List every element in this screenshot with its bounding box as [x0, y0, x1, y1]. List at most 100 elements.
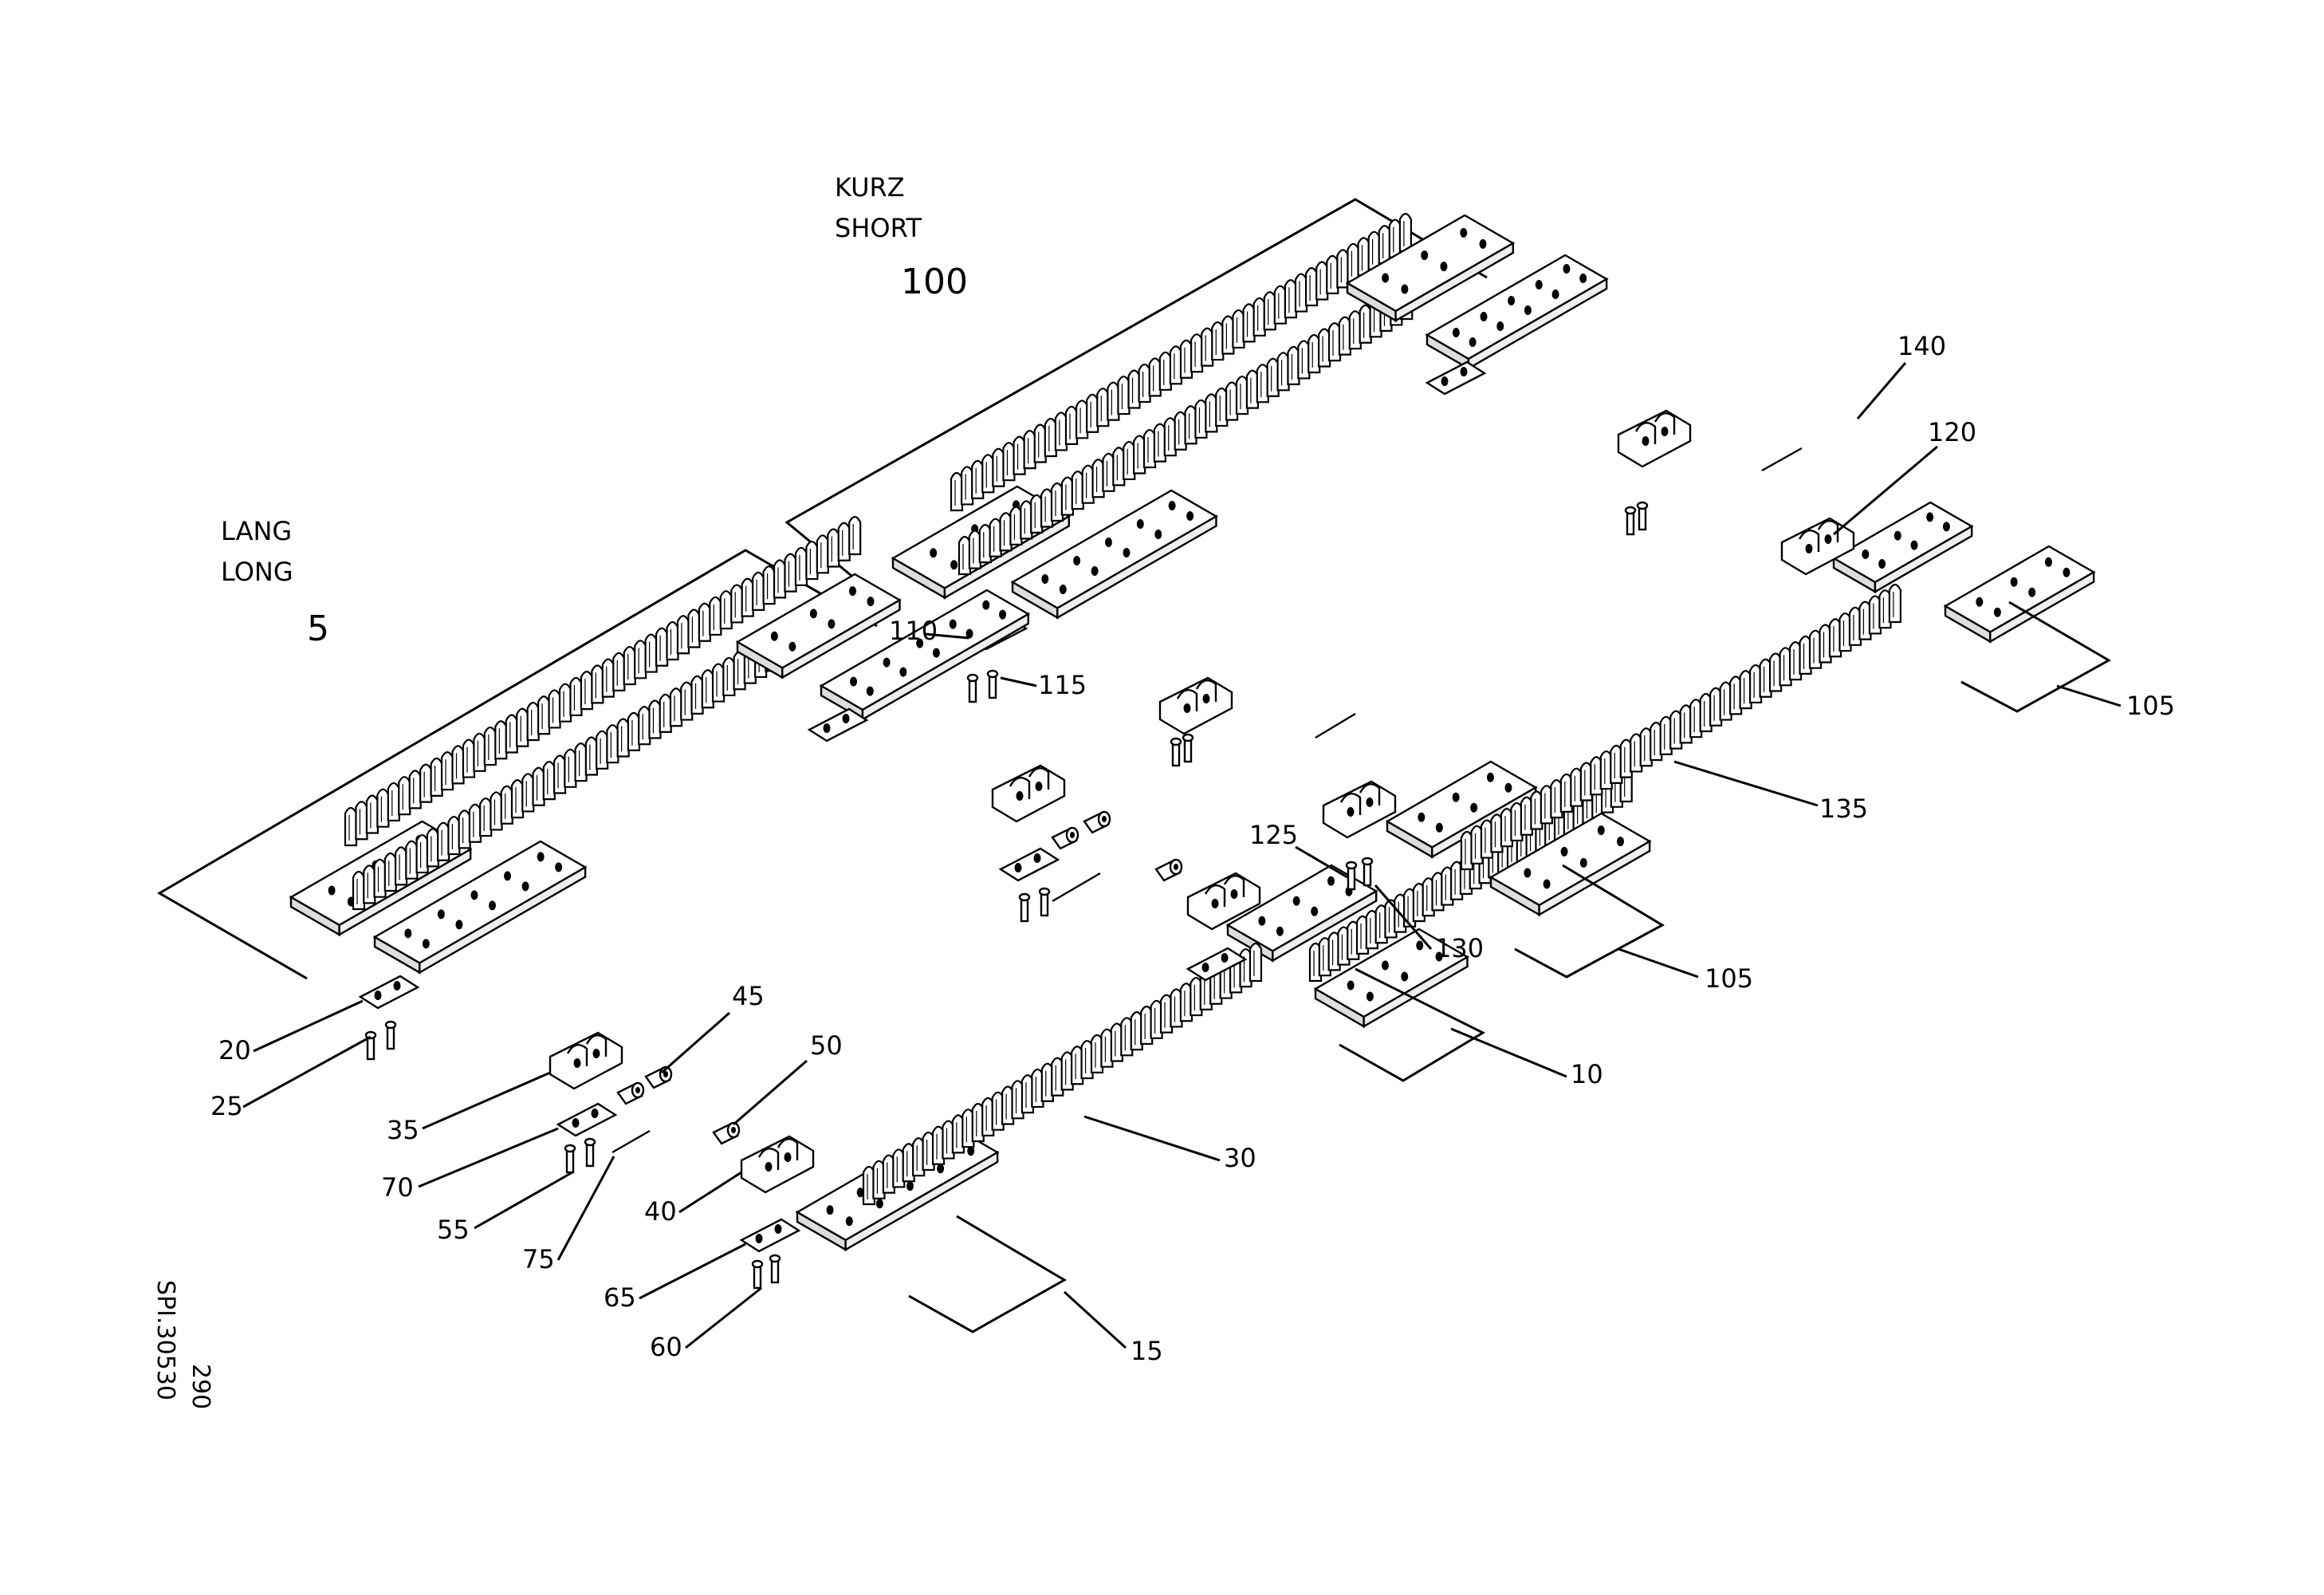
- long-bolt-mid: [1052, 872, 1101, 903]
- bolt-hole: [809, 608, 817, 619]
- callout-25: 25: [210, 1091, 243, 1121]
- tine: [1033, 423, 1047, 463]
- tine: [1888, 583, 1902, 624]
- tine: [805, 540, 819, 581]
- leader-25: [242, 1035, 372, 1109]
- bolt-hole: [1479, 238, 1487, 249]
- leader-15: [1063, 1290, 1127, 1349]
- bolt-hole: [1524, 305, 1532, 315]
- bolt-hole: [1033, 853, 1041, 863]
- frame-105-upper: [1960, 601, 2112, 713]
- tine: [1169, 345, 1183, 385]
- connector-plate-mid: [998, 847, 1060, 882]
- bolt-hole: [1035, 782, 1043, 791]
- tine: [1388, 219, 1402, 258]
- tine: [816, 534, 829, 574]
- tine: [580, 671, 594, 711]
- bolt-hole: [999, 609, 1007, 620]
- bolt-hole: [1579, 857, 1587, 868]
- tine: [355, 801, 368, 841]
- tine: [1179, 339, 1193, 379]
- bolt-hole: [1401, 284, 1409, 294]
- bolt-hole: [1824, 534, 1832, 544]
- bolt-hole: [1221, 953, 1229, 963]
- long-cross-plate-front: [372, 840, 588, 975]
- frame-10: [1339, 967, 1486, 1082]
- tine: [1117, 375, 1131, 415]
- tine: [719, 590, 733, 630]
- tine: [1242, 303, 1256, 343]
- drawing-code: SPI.30530: [151, 1280, 179, 1400]
- leader-lines: [242, 362, 2121, 1349]
- bolt-hole: [1154, 529, 1162, 539]
- leader-130: [1374, 884, 1433, 950]
- tine: [500, 785, 513, 825]
- tine: [1263, 291, 1276, 331]
- bolt-hole: [906, 1181, 914, 1191]
- leader-70: [418, 1127, 559, 1188]
- bolt-hole: [1091, 565, 1099, 576]
- bolt-hole: [1543, 879, 1551, 889]
- bolt-hole: [982, 600, 990, 610]
- tine: [558, 683, 572, 723]
- tine: [848, 515, 862, 556]
- tine: [1013, 435, 1026, 475]
- short-bracket-front: [1158, 676, 1233, 735]
- callout-60: 60: [650, 1332, 682, 1362]
- tine: [363, 864, 376, 904]
- bolt-hole: [1469, 337, 1477, 347]
- callout-105-lower: 105: [1705, 963, 1753, 994]
- bolt: [1624, 506, 1637, 536]
- tine: [711, 663, 726, 703]
- tine: [659, 693, 672, 733]
- bolt-hole: [1418, 812, 1425, 822]
- bolt-hole: [1496, 321, 1504, 331]
- tine: [1252, 297, 1266, 337]
- bolt-hole: [1642, 436, 1650, 446]
- bolt-hole: [1452, 328, 1460, 337]
- label-short: SHORT: [835, 213, 922, 243]
- tine: [383, 852, 397, 892]
- bolt-hole: [937, 1164, 945, 1174]
- long-bracket-back: [991, 764, 1066, 823]
- bolt-hole: [1480, 312, 1488, 321]
- part-105-plate-lower-b: [1488, 812, 1652, 917]
- short-bracket-back: [1617, 409, 1692, 468]
- leader-60: [685, 1286, 762, 1349]
- tine: [408, 770, 422, 809]
- bolt-hole: [1993, 607, 2001, 617]
- callout-35: 35: [387, 1115, 419, 1145]
- tine: [548, 689, 561, 729]
- frame-105-lower: [1514, 864, 1665, 979]
- callout-110: 110: [889, 616, 938, 646]
- tine: [616, 718, 630, 758]
- bolt-hole: [770, 631, 778, 641]
- part-130-bolt: [1361, 857, 1374, 887]
- tine: [644, 633, 658, 673]
- part-105-plate-upper-b: [1943, 545, 2096, 644]
- tine: [1158, 351, 1172, 391]
- tine: [1304, 266, 1319, 307]
- short-cross-plate-front: [1010, 489, 1218, 620]
- tine: [601, 658, 615, 698]
- bolt-hole: [1366, 991, 1374, 1002]
- bolt-hole: [842, 714, 850, 723]
- leader-55: [474, 1171, 573, 1230]
- tine: [490, 791, 503, 831]
- tine: [1190, 333, 1204, 373]
- tine: [419, 763, 433, 803]
- bolt-hole: [1551, 289, 1559, 299]
- tine: [574, 742, 588, 782]
- mid-bracket-lower: [1186, 872, 1261, 931]
- bushing-mid-3: [1154, 858, 1183, 882]
- tine: [1398, 212, 1413, 253]
- tine: [1347, 242, 1360, 282]
- tine: [1221, 315, 1235, 355]
- tine: [510, 779, 525, 819]
- tine: [1086, 393, 1099, 433]
- part-135-tine-row: [1460, 583, 1902, 871]
- bolt-hole: [1563, 264, 1571, 274]
- bolt-hole: [1230, 889, 1238, 899]
- label-long: LONG: [221, 557, 293, 587]
- label-lang: LANG: [221, 516, 292, 546]
